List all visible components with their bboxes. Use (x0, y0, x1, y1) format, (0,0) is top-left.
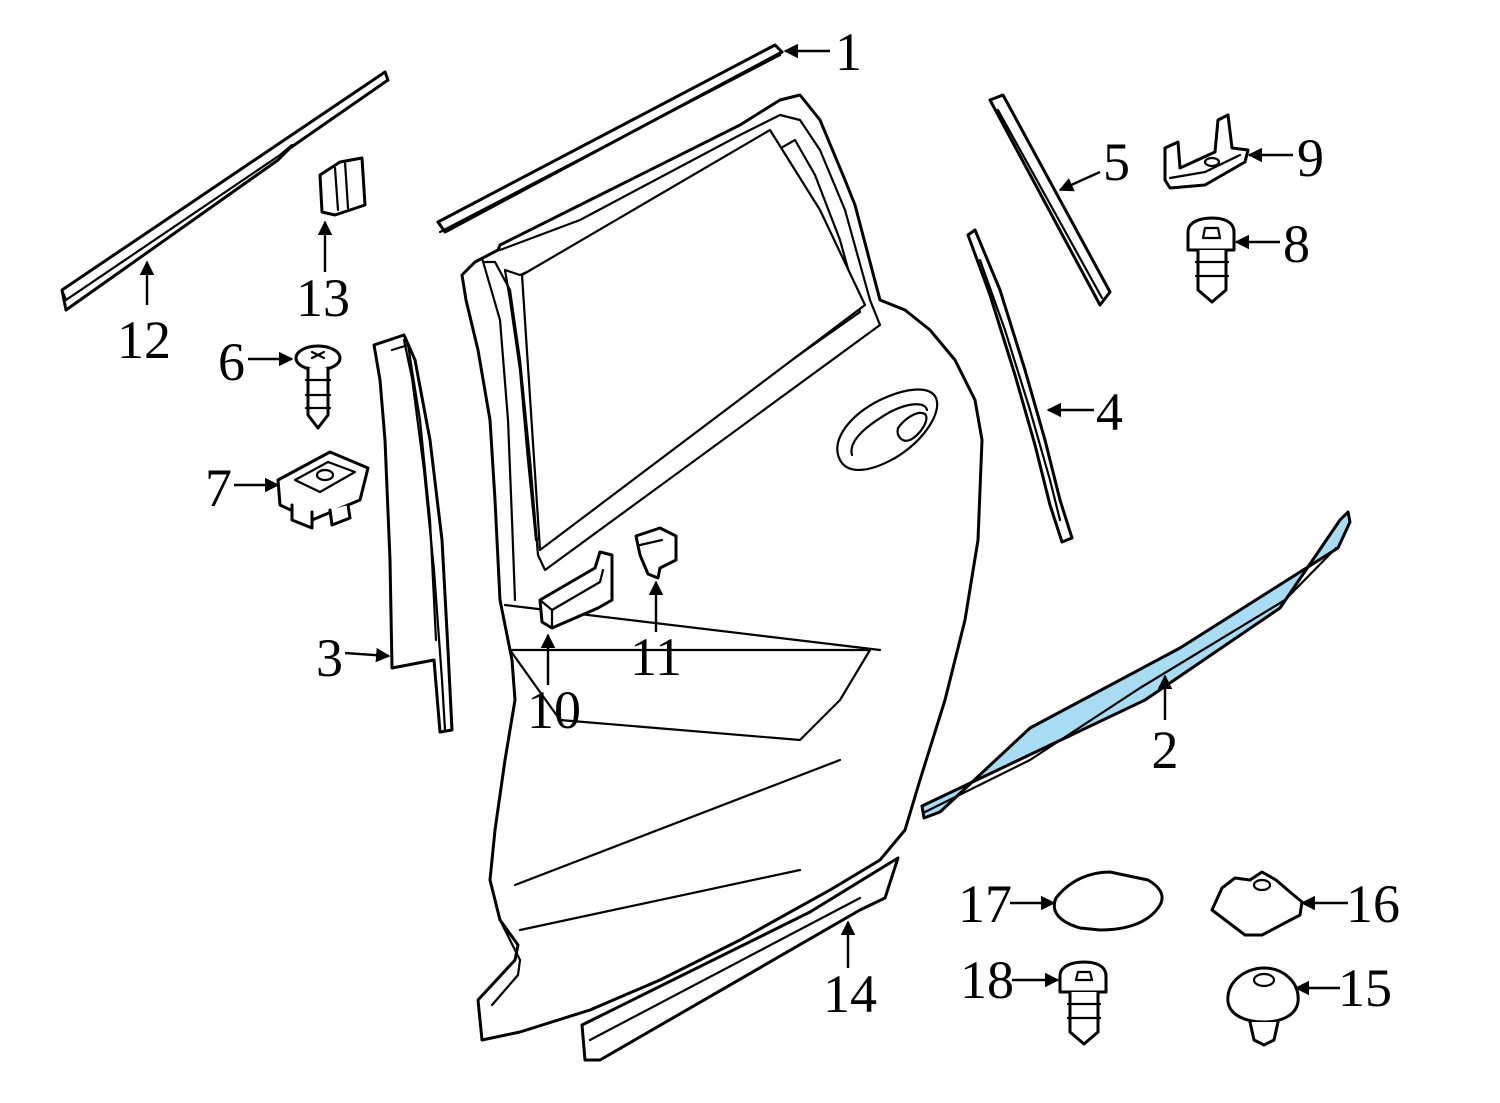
callout-17: 17 (958, 874, 1012, 934)
part-17-cover (1052, 870, 1164, 932)
callout-13: 13 (296, 268, 350, 328)
callout-4: 4 (1096, 382, 1123, 442)
rear-door-shell (460, 93, 984, 1042)
part-3-pillar-applique (372, 333, 454, 734)
part-12-belt-strip (60, 70, 390, 312)
part-14-sill-trim (580, 856, 900, 1062)
callout-5: 5 (1103, 132, 1130, 192)
part-11-clip (634, 526, 678, 580)
part-15-push-pin (1226, 966, 1300, 1047)
part-1-upper-frame-moulding (436, 43, 784, 234)
callout-18: 18 (960, 950, 1014, 1010)
part-8-screw (1186, 216, 1236, 304)
callout-leaders (139, 43, 1348, 996)
part-2-lower-moulding (920, 510, 1352, 820)
callout-1: 1 (835, 22, 862, 82)
callout-3: 3 (316, 628, 343, 688)
part-13-clip (318, 156, 367, 217)
part-9-bracket (1163, 113, 1250, 190)
leader-5 (1058, 170, 1101, 192)
part-6-screw (294, 344, 342, 430)
part-16-clip-nut (1210, 870, 1304, 937)
callout-15: 15 (1338, 958, 1392, 1018)
callout-8: 8 (1283, 214, 1310, 274)
callout-14: 14 (823, 964, 877, 1024)
callout-10: 10 (527, 680, 581, 740)
callout-numbers: 1 2 3 4 5 6 7 8 9 10 11 12 13 14 15 16 1… (117, 22, 1400, 1024)
callout-6: 6 (218, 332, 245, 392)
part-18-screw (1058, 960, 1108, 1046)
leader-3 (344, 647, 391, 663)
part-4-rear-frame-seal (966, 228, 1074, 544)
callout-16: 16 (1346, 874, 1400, 934)
part-5-strip (988, 93, 1112, 307)
callout-12: 12 (117, 310, 171, 370)
callout-9: 9 (1297, 128, 1324, 188)
callout-11: 11 (630, 627, 682, 687)
callout-7: 7 (205, 458, 232, 518)
callout-2: 2 (1152, 720, 1179, 780)
part-10-bracket (538, 550, 614, 630)
part-7-clip-base (276, 450, 370, 530)
